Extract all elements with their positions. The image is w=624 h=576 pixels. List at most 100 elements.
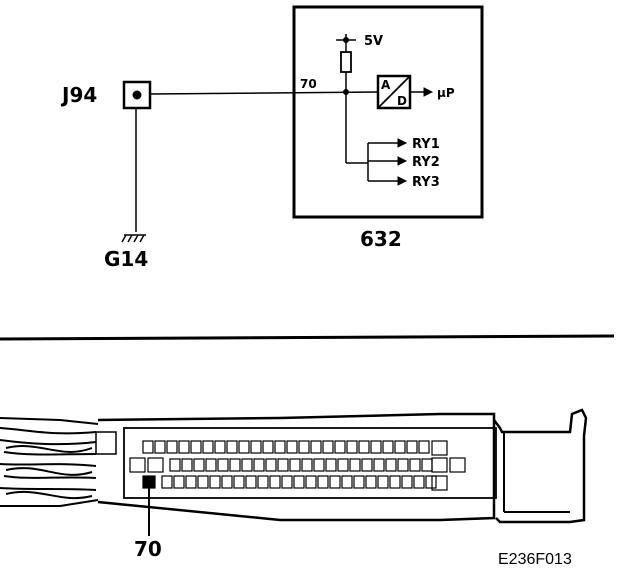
pin-cell — [358, 440, 370, 454]
supply-node — [343, 37, 349, 43]
connector-label: J94 — [60, 83, 97, 107]
pin-cell — [241, 458, 253, 472]
pin-cell — [317, 475, 329, 489]
pin-70-cell — [142, 475, 156, 489]
adc-top-label: A — [381, 78, 391, 92]
pin-cell — [181, 458, 193, 472]
pin-cell — [154, 440, 166, 454]
pin-cell — [185, 475, 197, 489]
pin-cell — [193, 458, 205, 472]
pin-cell — [310, 440, 322, 454]
pin-cell — [142, 440, 154, 454]
ry3-arrow — [397, 176, 408, 186]
pin-cell — [274, 440, 286, 454]
pin-cell — [401, 475, 413, 489]
pin-cell — [397, 458, 409, 472]
pin-cell — [281, 475, 293, 489]
pin-cell-large — [147, 457, 164, 473]
ground-label: G14 — [104, 247, 148, 271]
pin-cell — [346, 440, 358, 454]
pin-cell — [365, 475, 377, 489]
harness-clamp — [95, 431, 117, 455]
pin-cell — [382, 440, 394, 454]
pin-cells — [129, 440, 466, 491]
pin-cell — [418, 440, 430, 454]
pin-cell — [202, 440, 214, 454]
pin-cell — [425, 475, 437, 489]
pin-cell — [226, 440, 238, 454]
pin-cell — [394, 440, 406, 454]
pin-cell — [370, 440, 382, 454]
pin-cell — [322, 440, 334, 454]
pin-cell — [178, 440, 190, 454]
pin-cell — [217, 458, 229, 472]
pin-cell — [253, 458, 265, 472]
pin-cell-large — [129, 457, 146, 473]
pin-cell — [166, 440, 178, 454]
pin-cell-large — [431, 457, 448, 473]
pin-cell — [361, 458, 373, 472]
pin-cell — [161, 475, 173, 489]
output-arrow — [423, 87, 434, 97]
adc-bottom-label: D — [397, 94, 407, 108]
signal-node — [343, 89, 349, 95]
pin-cell — [349, 458, 361, 472]
pin-cell-large — [431, 440, 448, 456]
pin-cell — [221, 475, 233, 489]
pin-cell — [265, 458, 277, 472]
supply-label: 5V — [364, 34, 383, 49]
pin-cell — [389, 475, 401, 489]
pin-cell — [205, 458, 217, 472]
pin-cell — [197, 475, 209, 489]
pin-cell — [214, 440, 226, 454]
j94-pin-dot — [132, 90, 142, 100]
module-label: 632 — [360, 227, 402, 251]
pin-cell — [421, 458, 433, 472]
relay-label-2: RY2 — [412, 155, 440, 170]
pin-cell — [341, 475, 353, 489]
pin-cell — [293, 475, 305, 489]
pin-cell — [409, 458, 421, 472]
schematic — [121, 5, 484, 243]
pin-cell — [173, 475, 185, 489]
relay-label-1: RY1 — [412, 137, 440, 152]
pin-cell-large — [449, 457, 466, 473]
pin-cell — [257, 475, 269, 489]
pin-cell — [233, 475, 245, 489]
pin-cell — [337, 458, 349, 472]
pin-cell — [286, 440, 298, 454]
pin-cell — [169, 458, 181, 472]
pin-label: 70 — [300, 77, 317, 91]
pin-callout-label: 70 — [134, 537, 162, 561]
connector-latch — [493, 408, 588, 524]
pin-cell — [329, 475, 341, 489]
ground-symbol — [121, 234, 146, 243]
pin-cell — [238, 440, 250, 454]
pin-cell — [262, 440, 274, 454]
pin-cell — [373, 458, 385, 472]
ry1-arrow — [397, 138, 408, 148]
module-632-box — [292, 5, 484, 219]
pin-cell — [413, 475, 425, 489]
pin-cell — [406, 440, 418, 454]
pin-cell — [301, 458, 313, 472]
pullup-resistor — [340, 51, 352, 73]
pin-cell — [209, 475, 221, 489]
pin-cell — [353, 475, 365, 489]
pin-cell — [245, 475, 257, 489]
pin-cell — [190, 440, 202, 454]
pin-cell — [313, 458, 325, 472]
j94-connector-box — [122, 80, 152, 110]
figure-id: E236F013 — [498, 551, 572, 568]
pin-cell — [325, 458, 337, 472]
connector-shell — [97, 412, 496, 522]
pin-cell — [305, 475, 317, 489]
pin-cell — [289, 458, 301, 472]
pin-cell — [269, 475, 281, 489]
signal-wire — [149, 91, 379, 95]
pin-field-frame — [123, 427, 497, 499]
relay-label-3: RY3 — [412, 175, 440, 190]
pin-cell — [277, 458, 289, 472]
pin-cell — [229, 458, 241, 472]
